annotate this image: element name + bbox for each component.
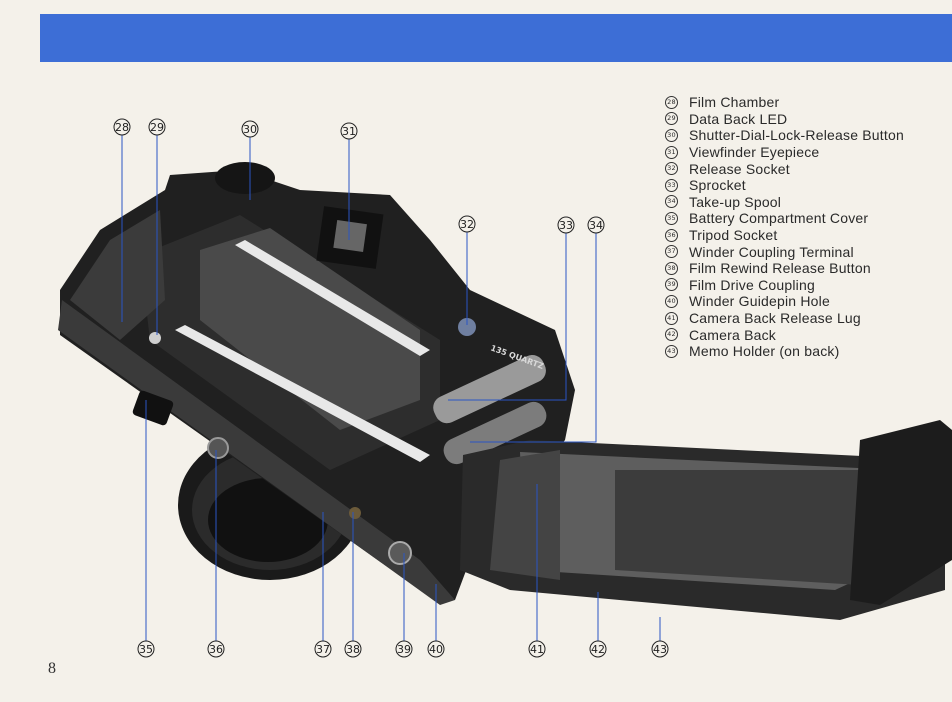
callout-41: 41	[528, 640, 546, 658]
legend-label: Film Drive Coupling	[689, 276, 815, 293]
legend-item: 31 Viewfinder Eyepiece	[665, 144, 952, 161]
legend-label: Viewfinder Eyepiece	[689, 144, 820, 161]
legend-item: 34 Take-up Spool	[665, 194, 952, 211]
legend-item: 29 Data Back LED	[665, 111, 952, 128]
legend-label: Shutter-Dial-Lock-Release Button	[689, 127, 904, 144]
svg-text:31: 31	[342, 125, 356, 138]
svg-text:28: 28	[115, 121, 129, 134]
legend-label: Memo Holder (on back)	[689, 343, 840, 360]
legend-item: 35 Battery Compartment Cover	[665, 210, 952, 227]
callout-33: 33	[557, 216, 575, 234]
callout-28: 28	[113, 118, 131, 136]
legend-item: 37 Winder Coupling Terminal	[665, 243, 952, 260]
legend-number: 43	[665, 344, 678, 358]
legend-number: 29	[665, 112, 678, 126]
legend-label: Camera Back Release Lug	[689, 310, 861, 327]
legend-label: Film Chamber	[689, 94, 780, 111]
legend-label: Winder Guidepin Hole	[689, 293, 830, 310]
legend-number: 39	[665, 278, 678, 292]
callout-30: 30	[241, 120, 259, 138]
legend-number: 33	[665, 178, 678, 192]
legend-number: 35	[665, 211, 678, 225]
svg-text:37: 37	[316, 643, 330, 656]
legend-label: Winder Coupling Terminal	[689, 243, 854, 260]
svg-text:41: 41	[530, 643, 544, 656]
callout-43: 43	[651, 640, 669, 658]
svg-text:33: 33	[559, 219, 573, 232]
legend-number: 32	[665, 162, 678, 176]
callout-29: 29	[148, 118, 166, 136]
legend-number: 40	[665, 294, 678, 308]
legend-label: Sprocket	[689, 177, 746, 194]
svg-text:40: 40	[429, 643, 443, 656]
callout-42: 42	[589, 640, 607, 658]
legend-number: 30	[665, 128, 678, 142]
legend-item: 38 Film Rewind Release Button	[665, 260, 952, 277]
legend-item: 39 Film Drive Coupling	[665, 277, 952, 294]
legend-number: 31	[665, 145, 678, 159]
svg-text:43: 43	[653, 643, 667, 656]
legend-number: 41	[665, 311, 678, 325]
svg-text:39: 39	[397, 643, 411, 656]
legend-number: 36	[665, 228, 678, 242]
callout-35: 35	[137, 640, 155, 658]
legend-number: 42	[665, 328, 678, 342]
legend-item: 42 Camera Back	[665, 326, 952, 343]
callout-38: 38	[344, 640, 362, 658]
svg-text:42: 42	[591, 643, 605, 656]
legend-item: 33 Sprocket	[665, 177, 952, 194]
legend-label: Film Rewind Release Button	[689, 260, 871, 277]
legend-item: 36 Tripod Socket	[665, 227, 952, 244]
callout-31: 31	[340, 122, 358, 140]
camera-body-illustration: 135 QUARTZ	[58, 162, 575, 605]
legend-item: 32 Release Socket	[665, 160, 952, 177]
callout-34: 34	[587, 216, 605, 234]
svg-text:35: 35	[139, 643, 153, 656]
legend-item: 30 Shutter-Dial-Lock-Release Button	[665, 127, 952, 144]
parts-legend: 28 Film Chamber 29 Data Back LED 30 Shutter…	[665, 94, 952, 360]
legend-item: 28 Film Chamber	[665, 94, 952, 111]
legend-number: 38	[665, 261, 678, 275]
callout-32: 32	[458, 215, 476, 233]
camera-back-illustration	[460, 420, 952, 620]
legend-label: Release Socket	[689, 160, 790, 177]
legend-number: 34	[665, 195, 678, 209]
svg-text:34: 34	[589, 219, 603, 232]
legend-label: Battery Compartment Cover	[689, 210, 869, 227]
legend-label: Take-up Spool	[689, 193, 782, 210]
callout-leaders	[121, 135, 661, 641]
callout-36: 36	[207, 640, 225, 658]
callout-40: 40	[427, 640, 445, 658]
header-band	[40, 14, 952, 62]
svg-text:32: 32	[460, 218, 474, 231]
legend-number: 28	[665, 95, 678, 109]
legend-item: 43 Memo Holder (on back)	[665, 343, 952, 360]
legend-number: 37	[665, 245, 678, 259]
legend-item: 41 Camera Back Release Lug	[665, 310, 952, 327]
page-number: 8	[48, 660, 56, 677]
legend-label: Tripod Socket	[689, 227, 778, 244]
legend-item: 40 Winder Guidepin Hole	[665, 293, 952, 310]
legend-label: Data Back LED	[689, 110, 788, 127]
callout-37: 37	[314, 640, 332, 658]
svg-text:38: 38	[346, 643, 360, 656]
callout-39: 39	[395, 640, 413, 658]
svg-text:30: 30	[243, 123, 257, 136]
svg-text:29: 29	[150, 121, 164, 134]
svg-text:36: 36	[209, 643, 223, 656]
legend-label: Camera Back	[689, 326, 777, 343]
